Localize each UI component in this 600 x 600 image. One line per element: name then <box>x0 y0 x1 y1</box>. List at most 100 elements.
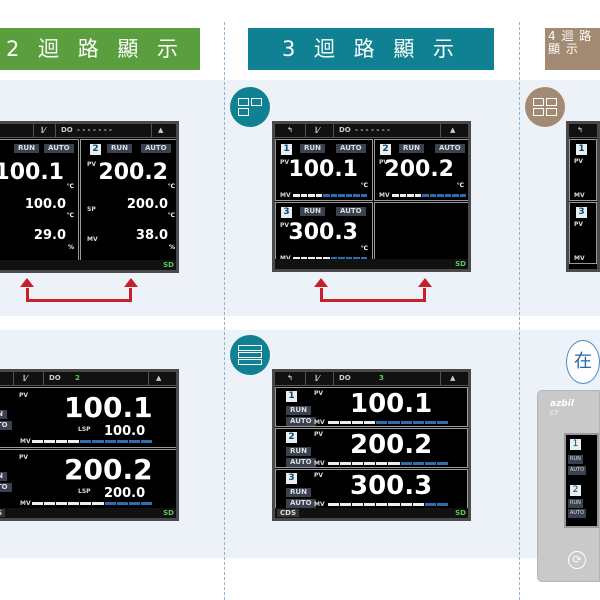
trend-icon[interactable]: ⌊⁄ <box>23 374 28 382</box>
run-badge: RUN <box>14 144 39 153</box>
mv-label: MV <box>20 438 31 445</box>
pv-value: 100.1 <box>0 160 64 185</box>
controller-device: azbil C7 1 RUN AUTO 2 RUN AUTO ⟳ <box>537 390 600 582</box>
pv-value: 200.2 <box>98 160 168 185</box>
pv-label: PV <box>280 159 290 166</box>
loop-number: 1 <box>286 391 297 402</box>
loop-number: 1 <box>576 144 587 155</box>
lsp-value: 200.0 <box>104 486 146 501</box>
run-badge: RUN <box>300 207 325 216</box>
do-label: DO <box>61 126 73 134</box>
layout-3-grid-icon <box>230 87 270 127</box>
screen-header: ⌊⁄ DO - - - - - - - ▲ <box>0 124 176 138</box>
pv-label: PV <box>280 222 290 229</box>
lsp-label: LSP <box>78 488 91 495</box>
mv-bar <box>32 502 152 505</box>
pv-label: PV <box>574 158 584 165</box>
auto-badge: AUTO <box>336 144 366 153</box>
screen-3-loop-grid: ↰⌊⁄DO- - - - - - -▲ 1 RUN AUTO PV 100.1 … <box>272 121 471 272</box>
screen-header: ↰ ⌊⁄ DO 3 ▲ <box>275 372 468 386</box>
pv-label: PV <box>314 472 324 479</box>
mv-label: MV <box>280 192 291 199</box>
trend-icon[interactable]: ⌊⁄ <box>41 126 46 134</box>
do-dots: - - - - - - - <box>77 126 112 134</box>
unit: ℃ <box>360 182 368 189</box>
banner-3-loop: 3 迴 路 顯 示 <box>248 28 494 70</box>
auto-badge: AUTO <box>0 483 12 492</box>
banner-2-loop: 2 迴 路 顯 示 <box>0 28 200 70</box>
pv-label: PV <box>87 161 97 168</box>
alarm-icon[interactable]: ▲ <box>450 374 456 382</box>
auto-badge: AUTO <box>0 421 12 430</box>
speech-bubble: 在 <box>566 340 600 384</box>
do-label: DO <box>49 374 61 382</box>
sp-value: 100.0 <box>24 197 66 212</box>
loop-number: 3 <box>286 473 297 484</box>
loop-row: 3 RUN AUTO PV 300.3 MV <box>275 469 468 509</box>
run-badge: RUN <box>568 455 583 464</box>
mv-label: MV <box>574 255 585 262</box>
cds-button[interactable]: CDS <box>277 509 299 517</box>
mv-bar <box>293 194 367 197</box>
pv-value: 300.3 <box>350 471 433 501</box>
lsp-value: 100.0 <box>104 424 146 439</box>
mv-label: MV <box>87 236 98 243</box>
back-icon[interactable]: ↰ <box>577 126 583 134</box>
status-bar: SD <box>0 260 176 270</box>
pv-value: 200.2 <box>350 430 433 460</box>
banner-4-loop: 4 迴 路 顯 示 <box>545 28 600 70</box>
swap-arrow <box>20 278 138 302</box>
run-badge: RUN <box>286 447 311 456</box>
screen-2-loop-rows: ⌊⁄DO2▲ RUN AUTO PV 100.1 LSP 100.0 MV RU… <box>0 369 179 521</box>
mv-label: MV <box>574 192 585 199</box>
auto-badge: AUTO <box>568 466 587 475</box>
swap-arrow <box>314 278 432 302</box>
pv-label: PV <box>19 392 29 399</box>
refresh-button[interactable]: ⟳ <box>568 551 586 569</box>
auto-badge: AUTO <box>435 144 465 153</box>
run-badge: RUN <box>286 488 311 497</box>
mv-bar <box>328 462 448 465</box>
cds-button[interactable]: CDS <box>0 509 5 517</box>
back-icon[interactable]: ↰ <box>287 374 293 382</box>
lsp-label: LSP <box>78 426 91 433</box>
sp-value: 200.0 <box>126 197 168 212</box>
run-badge: RUN <box>0 472 7 481</box>
do-active: 3 <box>379 374 384 382</box>
mv-bar <box>293 257 367 260</box>
loop-number: 3 <box>281 207 292 218</box>
loop-number: 1 <box>570 439 581 450</box>
pv-label: PV <box>314 390 324 397</box>
loop-number: 2 <box>380 144 391 155</box>
unit: ℃ <box>167 212 175 219</box>
loop-row: RUN AUTO PV 100.1 LSP 100.0 MV <box>0 387 176 448</box>
pv-label: PV <box>574 221 584 228</box>
alarm-icon[interactable]: ▲ <box>158 126 164 134</box>
loop-number: 2 <box>286 432 297 443</box>
do-dots: - - - - - - - <box>355 126 390 134</box>
screen-header: ↰ <box>569 124 597 138</box>
run-badge: RUN <box>107 144 132 153</box>
loop-panel: 3 RUN AUTO PV 300.3 ℃ MV <box>275 202 373 264</box>
loop-panel: 1 RUN AUTO PV 100.1 ℃ MV <box>275 139 373 201</box>
trend-icon[interactable]: ⌊⁄ <box>315 374 320 382</box>
pv-value: 100.1 <box>350 389 433 419</box>
device-screen: 1 RUN AUTO 2 RUN AUTO <box>564 433 599 528</box>
trend-icon[interactable]: ⌊⁄ <box>315 126 320 134</box>
sd-indicator: SD <box>455 509 466 517</box>
auto-badge: AUTO <box>141 144 171 153</box>
do-label: DO <box>339 374 351 382</box>
alarm-icon[interactable]: ▲ <box>450 126 456 134</box>
alarm-icon[interactable]: ▲ <box>156 374 162 382</box>
back-icon[interactable]: ↰ <box>287 126 293 134</box>
loop-panel: 2 RUN AUTO PV 200.2 ℃ MV <box>374 139 468 201</box>
unit: ℃ <box>167 183 175 190</box>
pv-value: 100.1 <box>288 157 358 182</box>
